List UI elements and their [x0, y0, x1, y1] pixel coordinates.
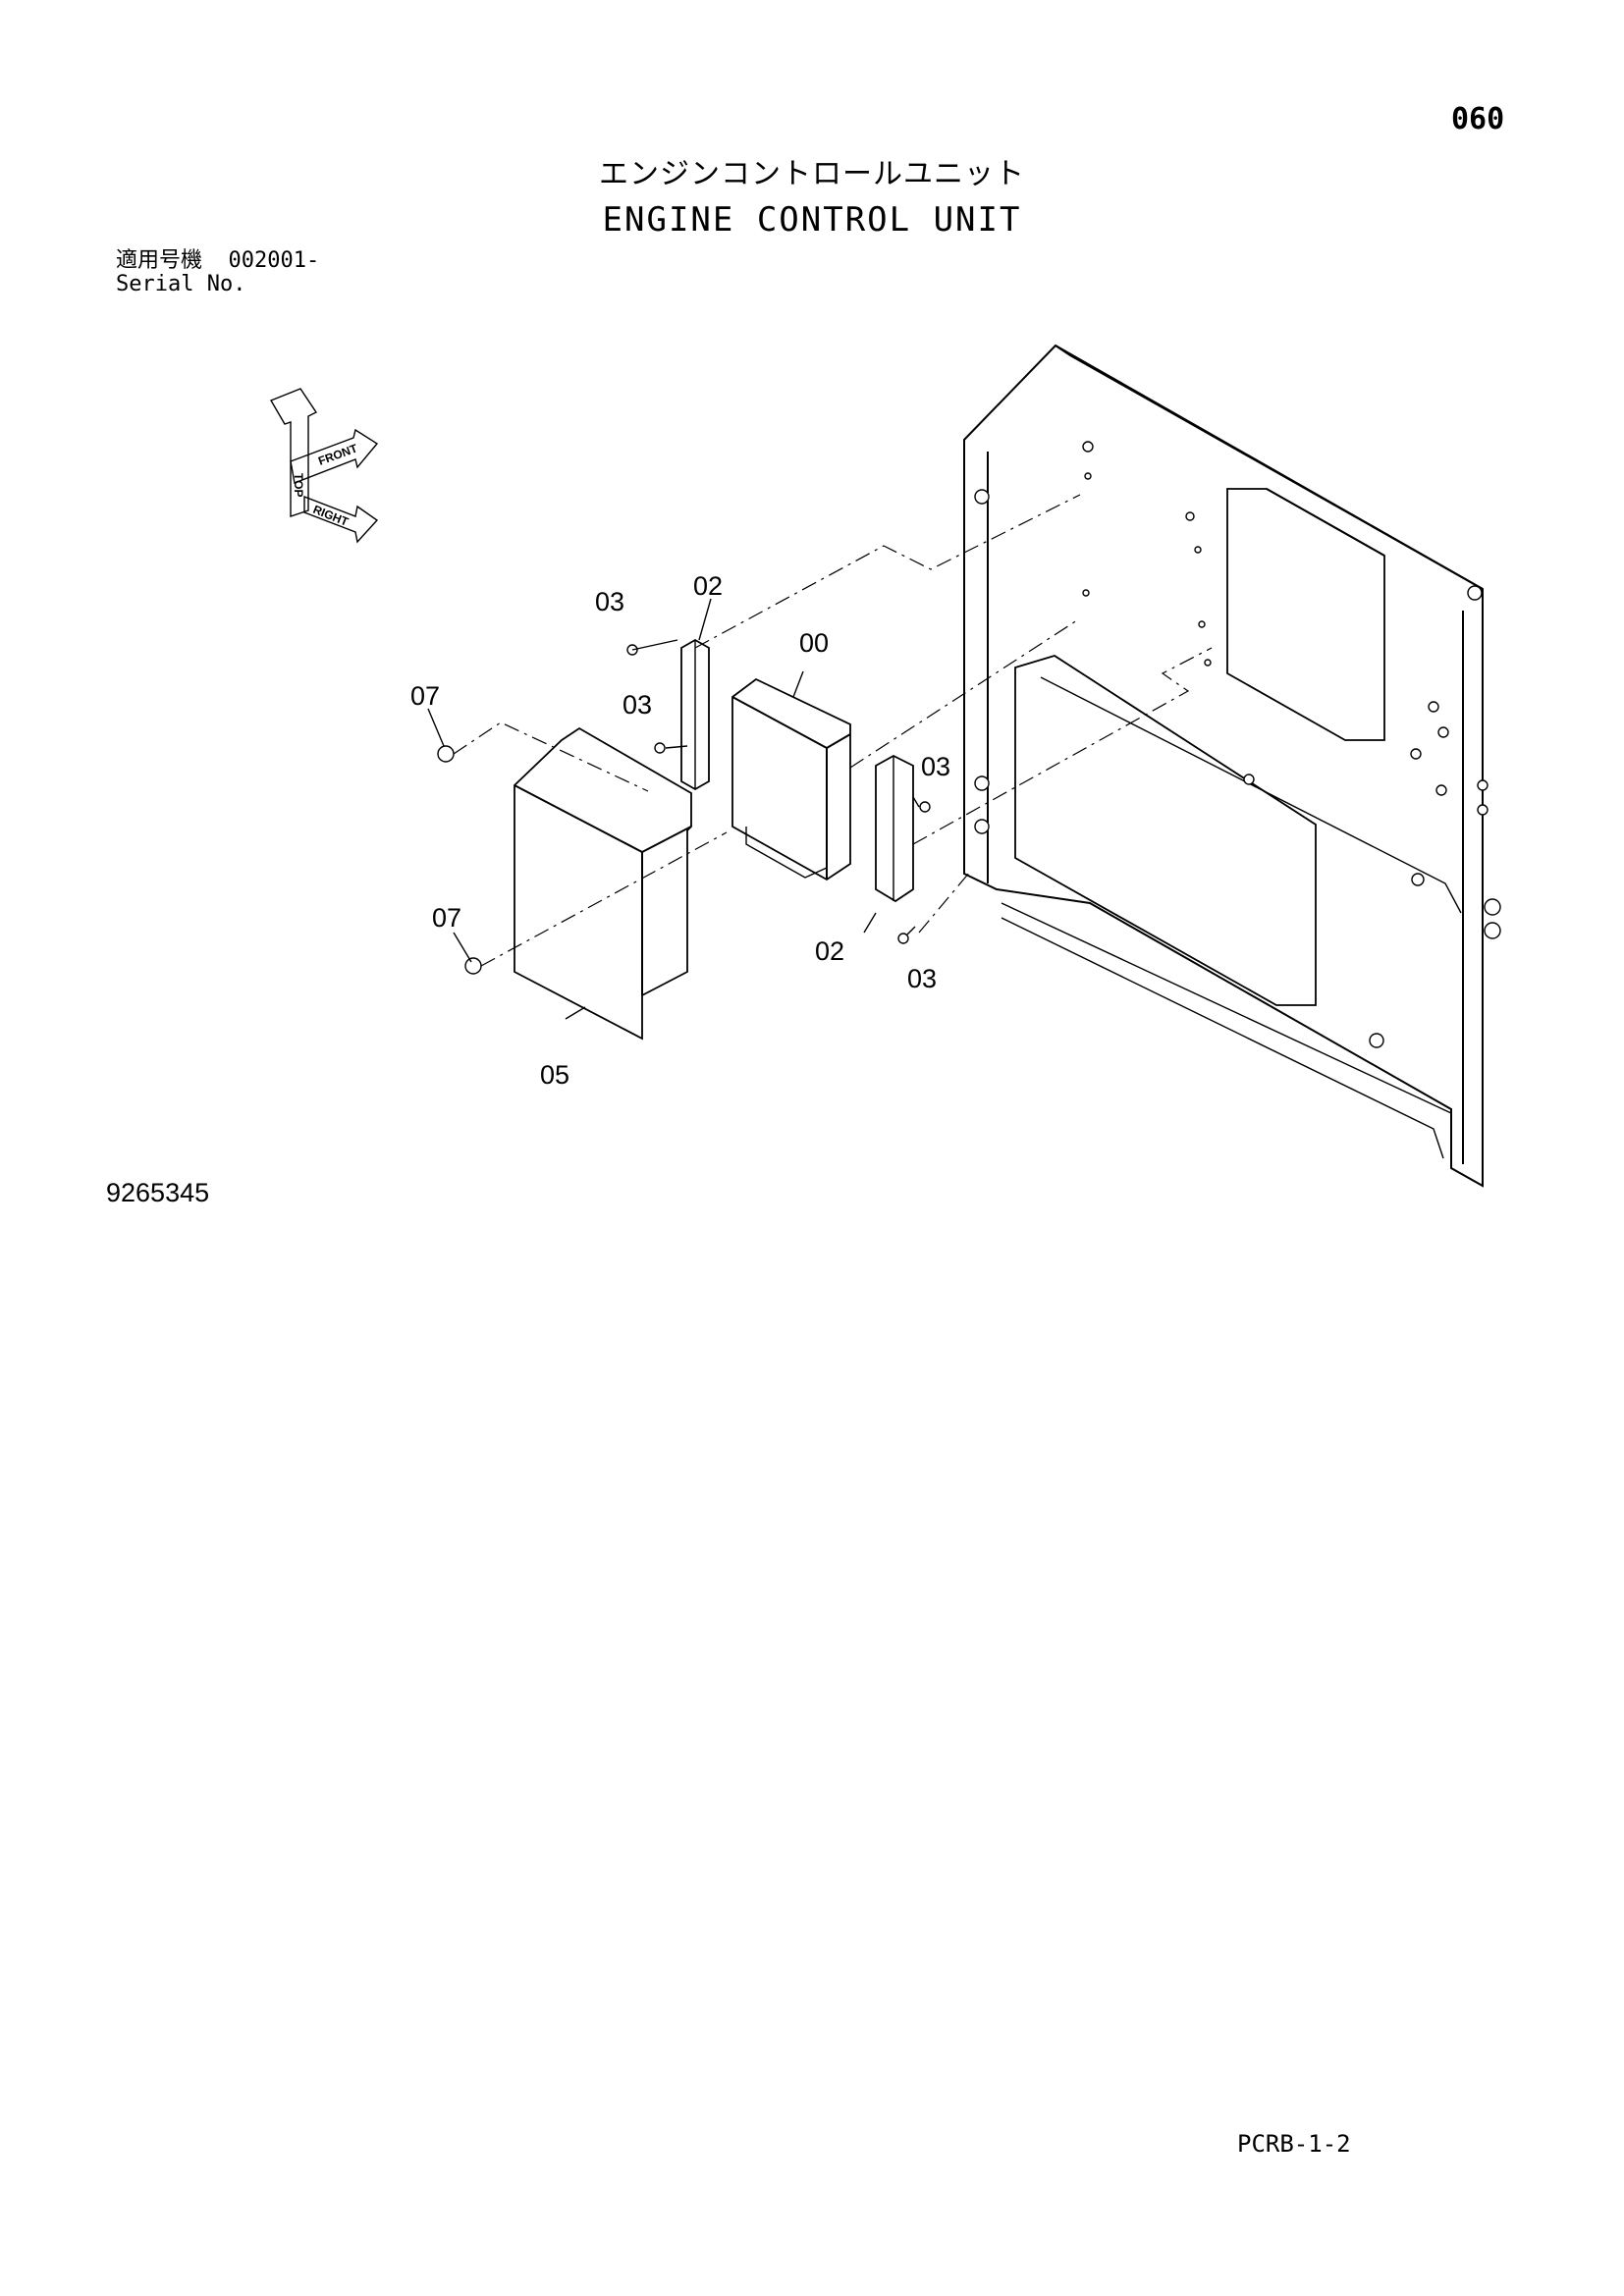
title-english: ENGINE CONTROL UNIT	[602, 200, 1022, 240]
screw-03-d-icon	[897, 933, 909, 944]
orientation-front-label: FRONT	[316, 441, 359, 468]
right-arrow-icon	[303, 495, 379, 544]
screw-03-c-icon	[919, 801, 931, 813]
mounting-panel	[963, 344, 1501, 1188]
leader-lines	[427, 494, 1213, 1020]
callout-02-upper: 02	[693, 571, 723, 601]
callout-02-lower: 02	[815, 936, 844, 966]
callouts: 00 02 02 03 03 03 03 05 07 07	[410, 571, 950, 1090]
callout-07-upper: 07	[410, 681, 440, 711]
title-japanese: エンジンコントロールユニット	[599, 157, 1025, 191]
orientation-arrows: TOP FRONT RIGHT	[269, 388, 379, 544]
bracket-right	[875, 754, 914, 903]
screw-03-b-icon	[654, 742, 666, 754]
page-code: PCRB-1-2	[1237, 2130, 1351, 2158]
serial-label-english: Serial No.	[116, 272, 246, 296]
page-number: 060	[1451, 102, 1505, 136]
bolt-07-lower-icon	[464, 957, 482, 975]
ecu-cover	[514, 726, 692, 1041]
callout-03-a: 03	[595, 587, 624, 616]
callout-03-b: 03	[623, 690, 652, 720]
serial-range: 002001-	[228, 248, 320, 273]
callout-07-lower: 07	[432, 903, 461, 933]
ecu-unit	[731, 677, 851, 881]
front-arrow-icon	[290, 428, 379, 484]
orientation-top-label: TOP	[292, 473, 305, 497]
callout-00: 00	[799, 628, 829, 658]
bracket-left	[680, 638, 710, 791]
callout-03-d: 03	[907, 964, 937, 993]
serial-label-japanese: 適用号機	[116, 248, 203, 273]
callout-05: 05	[540, 1060, 569, 1090]
drawing-number: 9265345	[106, 1178, 210, 1207]
callout-03-c: 03	[921, 752, 950, 781]
bolts	[437, 644, 931, 975]
serial-block: 適用号機 002001- Serial No.	[116, 249, 319, 296]
bolt-07-upper-icon	[437, 745, 455, 763]
top-arrow-icon	[269, 388, 318, 517]
